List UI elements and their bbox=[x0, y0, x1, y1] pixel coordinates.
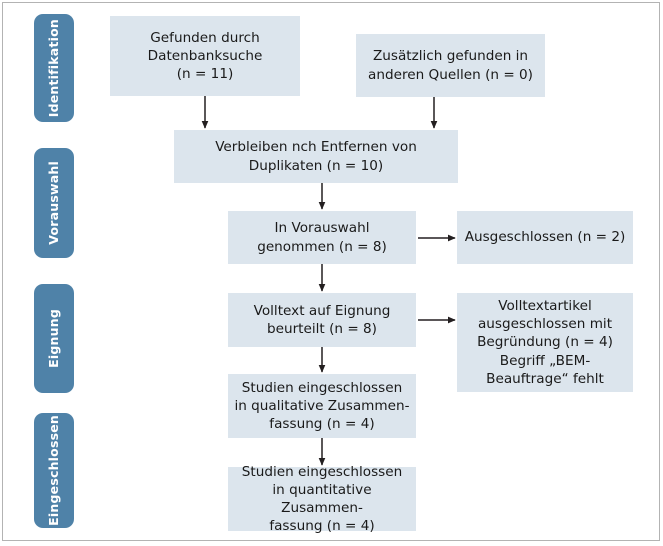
node-label: Volltext auf Eignung beurteilt (n = 8) bbox=[253, 302, 391, 337]
stage-tab-eingeschlossen[interactable]: Eingeschlossen bbox=[34, 413, 74, 528]
node-fulltext-excluded[interactable]: Volltextartikel ausgeschlossen mit Begrü… bbox=[457, 293, 633, 392]
node-label: Gefunden durch Datenbanksuche (n = 11) bbox=[147, 29, 263, 83]
node-excluded-screening[interactable]: Ausgeschlossen (n = 2) bbox=[457, 211, 633, 264]
stage-tab-identifikation[interactable]: Identifikation bbox=[34, 14, 74, 122]
node-quantitative-synthesis[interactable]: Studien eingeschlossen in quantitative Z… bbox=[228, 464, 416, 534]
stage-tab-label: Eingeschlossen bbox=[45, 415, 61, 526]
stage-tab-vorauswahl[interactable]: Vorauswahl bbox=[34, 148, 74, 258]
node-screened[interactable]: In Vorauswahl genommen (n = 8) bbox=[228, 211, 416, 264]
node-label: Zusätzlich gefunden in anderen Quellen (… bbox=[368, 48, 533, 83]
node-label: Volltextartikel ausgeschlossen mit Begrü… bbox=[477, 298, 613, 387]
figure-frame bbox=[2, 2, 660, 541]
node-db-search[interactable]: Gefunden durch Datenbanksuche (n = 11) bbox=[110, 16, 300, 96]
stage-tab-label: Vorauswahl bbox=[45, 161, 61, 245]
node-label: In Vorauswahl genommen (n = 8) bbox=[257, 220, 387, 255]
stage-tab-label: Identifikation bbox=[45, 18, 61, 118]
node-after-duplicates[interactable]: Verbleiben nch Entfernen von Duplikaten … bbox=[174, 130, 458, 183]
node-label: Verbleiben nch Entfernen von Duplikaten … bbox=[215, 139, 417, 174]
node-qualitative-synthesis[interactable]: Studien eingeschlossen in qualitative Zu… bbox=[228, 374, 416, 438]
node-label: Studien eingeschlossen in qualitative Zu… bbox=[234, 379, 410, 433]
stage-tab-label: Eignung bbox=[45, 309, 61, 368]
node-fulltext-assessed[interactable]: Volltext auf Eignung beurteilt (n = 8) bbox=[228, 293, 416, 347]
node-label: Studien eingeschlossen in quantitative Z… bbox=[241, 463, 403, 535]
node-label: Ausgeschlossen (n = 2) bbox=[464, 229, 626, 246]
stage-tab-eignung[interactable]: Eignung bbox=[34, 284, 74, 393]
node-other-sources[interactable]: Zusätzlich gefunden in anderen Quellen (… bbox=[356, 34, 545, 97]
